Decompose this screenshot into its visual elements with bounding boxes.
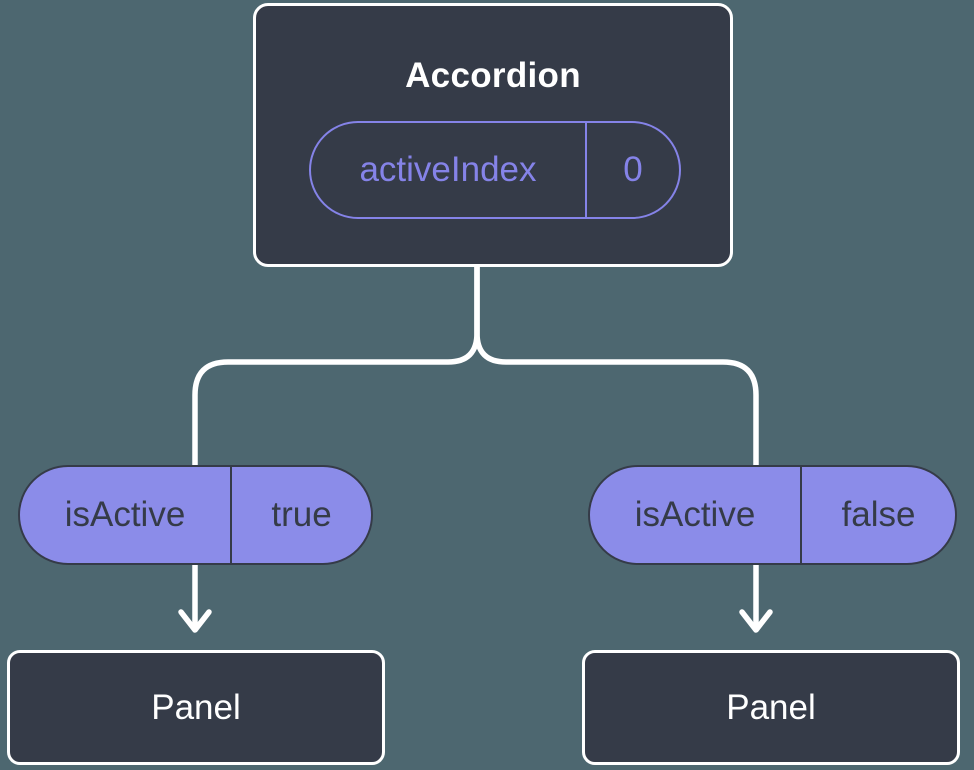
panel-node-label: Panel bbox=[726, 687, 816, 727]
panel-node-right: Panel bbox=[582, 650, 960, 765]
prop-name: isActive bbox=[20, 467, 232, 563]
connector-left bbox=[192, 262, 480, 631]
accordion-node-label: Accordion bbox=[405, 56, 581, 95]
arrowhead-right-icon bbox=[739, 609, 773, 633]
accordion-node: Accordion activeIndex 0 bbox=[253, 3, 733, 267]
is-active-prop-pill-right: isActive false bbox=[588, 465, 957, 565]
is-active-prop-pill-left: isActive true bbox=[18, 465, 373, 565]
prop-name: isActive bbox=[590, 467, 802, 563]
prop-name: activeIndex bbox=[311, 123, 587, 217]
connector-right bbox=[474, 262, 759, 631]
panel-node-label: Panel bbox=[151, 687, 241, 727]
panel-node-left: Panel bbox=[7, 650, 385, 765]
prop-value: false bbox=[841, 495, 916, 534]
prop-value: true bbox=[271, 495, 332, 534]
prop-value: 0 bbox=[623, 150, 643, 189]
active-index-prop-pill: activeIndex 0 bbox=[309, 121, 681, 219]
arrowhead-left-icon bbox=[178, 609, 212, 633]
